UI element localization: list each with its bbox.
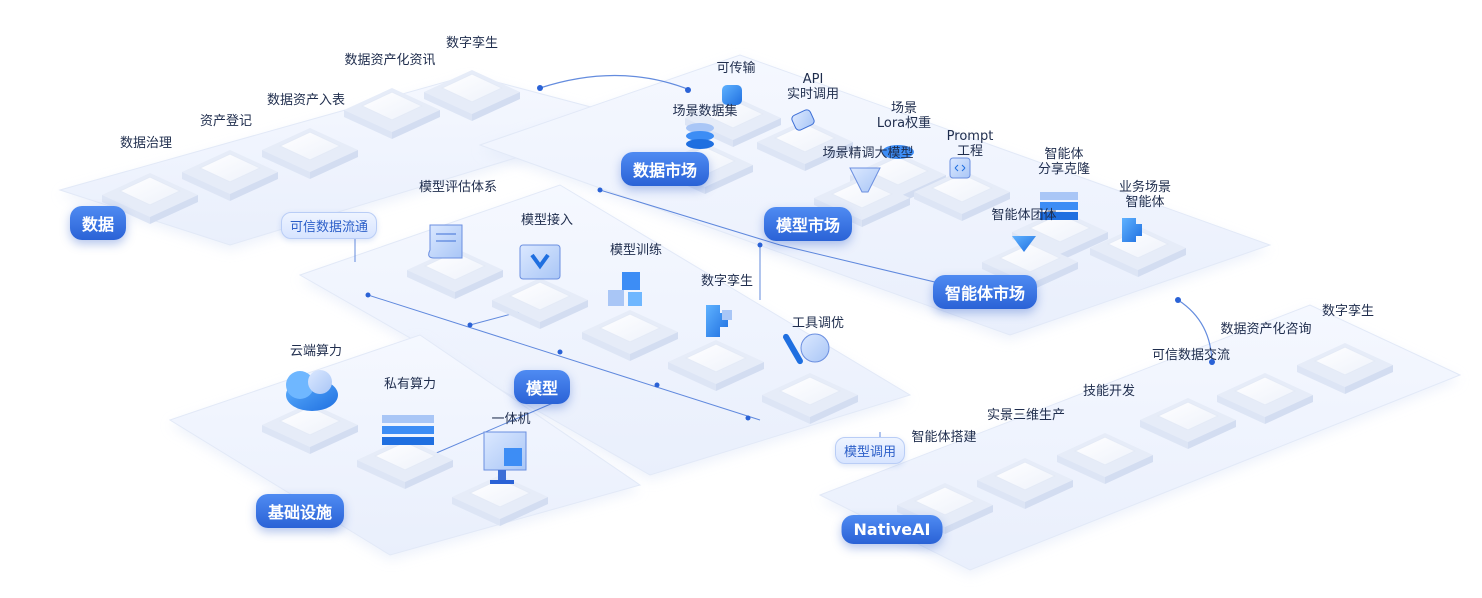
tile-registration: [182, 150, 278, 201]
section-data-market-pill: 数据市场: [620, 152, 710, 186]
section-model-pill: 模型: [513, 370, 571, 404]
label-skill-dev: 技能开发: [1082, 384, 1136, 399]
scroll-eval-icon: [428, 224, 463, 259]
tile-model-eval: [407, 248, 503, 299]
label-scene-dataset: 场景数据集: [672, 104, 738, 119]
tile-cloud: [262, 403, 358, 454]
section-infra-pill: 基础设施: [255, 494, 345, 528]
tile-asset-entry: [262, 128, 358, 179]
tile-trusted-exchange: [1140, 398, 1236, 449]
label-finetune: 场景精调大模型: [822, 146, 914, 161]
label-model-twin: 数字孪生: [700, 274, 754, 289]
tile-business-agent: [1090, 226, 1186, 277]
label-lora: 场景 Lora权重: [876, 101, 932, 131]
label-tool-tuning: 工具调优: [791, 316, 845, 331]
tile-model-twin: [668, 340, 764, 391]
label-share-clone: 智能体 分享克隆: [1037, 147, 1091, 177]
label-asset-consulting: 数据资产化资讯: [344, 53, 436, 68]
label-model-training: 模型训练: [609, 243, 663, 258]
label-cloud-compute: 云端算力: [289, 344, 343, 359]
prompt-code-icon: [949, 157, 971, 179]
api-link-icon: [791, 109, 815, 131]
tile-api: [757, 120, 853, 171]
agent-team-icon: [1012, 236, 1036, 252]
label-all-in-one: 一体机: [491, 412, 531, 427]
section-data-pill: 数据: [69, 206, 127, 240]
connector-lines: [354, 74, 1213, 461]
tile-model-access: [492, 278, 588, 329]
section-nativeai-pill: NativeAI: [841, 515, 943, 544]
tile-prompt: [914, 170, 1010, 221]
label-real-3d: 实景三维生产: [986, 408, 1066, 423]
tile-twin: [424, 70, 520, 121]
label-native-twin: 数字孪生: [1321, 304, 1375, 319]
section-model-market-pill: 模型市场: [763, 207, 853, 241]
label-agent-build: 智能体搭建: [911, 430, 977, 445]
model-call-tag: 模型调用: [834, 437, 906, 464]
label-business-agent: 业务场景 智能体: [1118, 180, 1172, 210]
label-agent-team: 智能体团体: [991, 208, 1057, 223]
transfer-icon: [722, 85, 742, 105]
training-cubes-icon: [608, 272, 642, 306]
trusted-data-flow-tag: 可信数据流通: [280, 212, 378, 239]
lora-weight-icon: [882, 145, 914, 159]
tile-native-consulting: [1217, 373, 1313, 424]
tile-tool-tuning: [762, 373, 858, 424]
label-model-eval: 模型评估体系: [418, 180, 498, 195]
label-data-governance: 数据治理: [119, 136, 173, 151]
label-native-consulting: 数据资产化咨询: [1220, 322, 1312, 337]
tile-skill-dev: [1057, 433, 1153, 484]
tile-model-training: [582, 310, 678, 361]
model-access-icon: [519, 244, 561, 280]
tile-native-twin: [1297, 343, 1393, 394]
share-clone-stack-icon: [1040, 192, 1078, 220]
label-asset-registration: 资产登记: [199, 114, 253, 129]
label-private-compute: 私有算力: [383, 377, 437, 392]
twin-puzzle-icon: [706, 305, 732, 337]
tile-governance: [102, 173, 198, 224]
label-prompt: Prompt 工程: [946, 129, 994, 159]
tile-all-in-one: [452, 475, 548, 526]
business-agent-icon: [1122, 218, 1142, 242]
label-data-twin: 数字孪生: [445, 36, 499, 51]
label-api-realtime: API 实时调用: [786, 72, 840, 102]
label-model-access: 模型接入: [520, 213, 574, 228]
tool-wrench-gear-icon: [783, 333, 830, 365]
label-trusted-exchange: 可信数据交流: [1151, 348, 1231, 363]
cloud-compute-icon: [286, 370, 338, 411]
server-stack-icon: [382, 415, 434, 445]
tile-real-3d: [977, 458, 1073, 509]
tile-consulting: [344, 88, 440, 139]
tile-private: [357, 438, 453, 489]
section-agent-market-pill: 智能体市场: [932, 275, 1038, 309]
all-in-one-monitor-icon: [483, 431, 527, 484]
label-asset-entry: 数据资产入表: [266, 93, 346, 108]
label-transferable: 可传输: [716, 61, 756, 76]
dataset-stack-icon: [686, 123, 714, 149]
finetune-funnel-icon: [849, 167, 881, 193]
